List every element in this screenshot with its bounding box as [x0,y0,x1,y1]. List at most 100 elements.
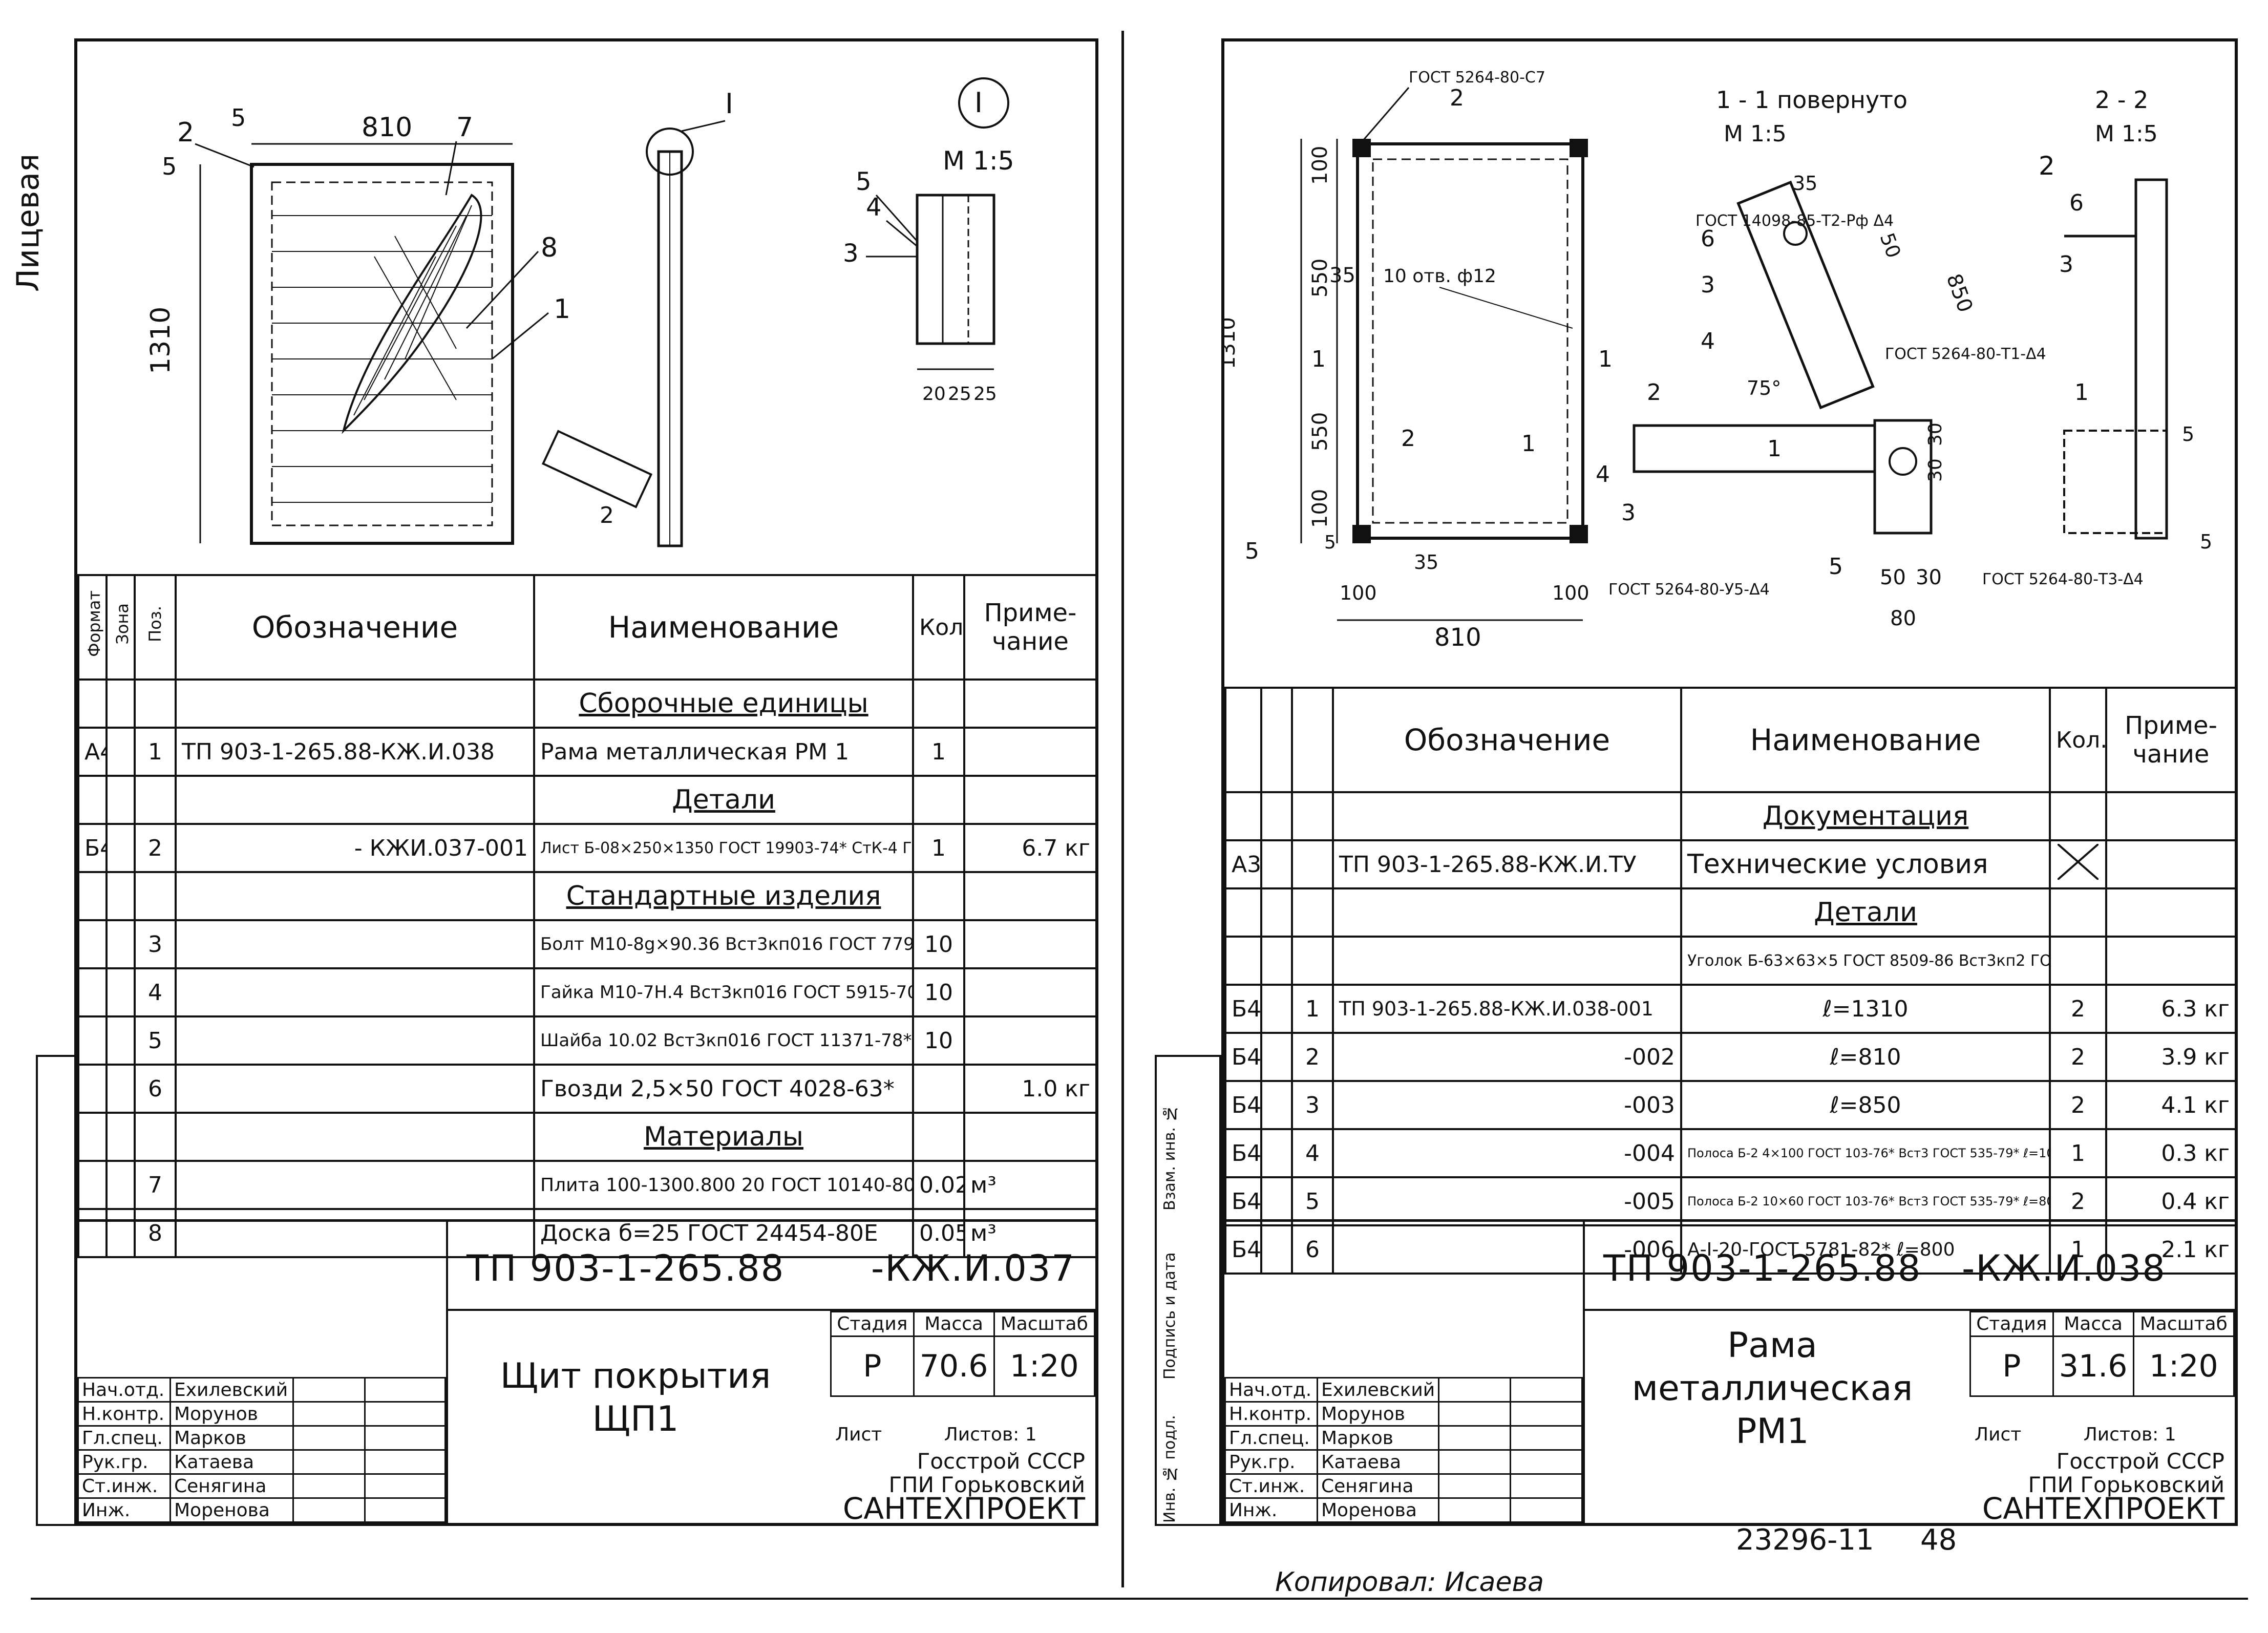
row-name: ℓ=850 [1680,1080,2051,1130]
row-qty: 2 [2049,984,2107,1034]
stamp-signature-date: Подпись и дата [1161,1252,1179,1380]
section-assemblies: Сборочные единицы [533,678,914,729]
signer-role: Гл.спец. [77,1425,171,1451]
weld-label-t3: ГОСТ 5264-80-Т3-Δ4 [1982,570,2144,588]
left-drawing: 810 1310 5 5 2 7 8 1 I I М 1:5 [77,41,1095,574]
signature [292,1473,366,1499]
row-designation: ТП 903-1-265.88-КЖ.И.038 [175,727,535,777]
detail-callout-6: 6 [1701,226,1715,252]
signer-name: Марков [169,1425,294,1451]
scale-label: Масштаб [993,1311,1096,1337]
crossed-qty [2049,839,2107,889]
weld-label-t1: ГОСТ 5264-80-Т1-Δ4 [1885,345,2046,363]
signer-name: Моренова [1316,1497,1440,1523]
table-row: Сборочные единицы [77,678,1097,729]
doc-code: ТП 903-1-265.88 [1603,1247,1922,1289]
table-row: Б4 2 - КЖИ.037-001 Лист Б-08×250×1350 ГО… [77,823,1097,873]
signer-role: Нач.отд. [1224,1377,1318,1403]
hdr-designation: Обозначение [1332,687,1682,793]
row-qty: 2 [2049,1176,2107,1226]
org-line1: Госстрой СССР [917,1449,1085,1474]
left-sheet: 810 1310 5 5 2 7 8 1 I I М 1:5 [74,38,1098,1526]
table-row: Б4 4 -004 Полоса Б-2 4×100 ГОСТ 103-76* … [1224,1128,2237,1178]
signer-name: Морунов [169,1401,294,1427]
table-row: 7 Плита 100-1300.800 20 ГОСТ 10140-80 0.… [77,1160,1097,1210]
row-format: Б4 [1224,1128,1262,1178]
bottom-rule [31,1598,2248,1600]
signer-name: Ехилевский [1316,1377,1440,1403]
row-format: Б4 [1224,1224,1262,1275]
cross-mark-icon [2057,842,2100,881]
callout-2-board: 2 [600,502,614,528]
signature [292,1401,366,1427]
row-note [963,727,1097,777]
row-designation: -005 [1332,1176,1682,1226]
row-format: А3 [1224,839,1262,889]
row-pos: 6 [1291,1224,1334,1275]
row-name: Гайка М10-7Н.4 Вст3кп016 ГОСТ 5915-70* [533,967,914,1017]
dim-30a: 30 [1925,458,1946,482]
section-parts: Детали [533,775,914,825]
mass-label: Масса [2052,1311,2134,1337]
table-row: Б4 6 -006 А-I-20-ГОСТ 5781-82* ℓ=800 1 2… [1224,1224,2237,1275]
row-name: ℓ=1310 [1680,984,2051,1034]
section-docs: Документация [1680,791,2051,841]
row-qty: 0.02 [912,1160,965,1210]
spec-header-row: Формат Зона Поз. Обозначение Наименовани… [77,574,1097,681]
scale-label: Масштаб [2132,1311,2235,1337]
signer-role: Рук.гр. [1224,1449,1318,1475]
stage-value: Р [830,1335,915,1397]
shield-drawing: 810 1310 5 5 2 7 8 1 I I М 1:5 [145,77,1014,547]
signer-role: Н.контр. [77,1401,171,1427]
signature [1438,1473,1512,1499]
callout-5-small: 5 [1324,532,1336,553]
signature [292,1377,366,1403]
section-parts: Детали [1680,887,2051,938]
organization: Госстрой СССР ГПИ Горьковский САНТЕХПРОЕ… [1982,1450,2224,1524]
side-stamp: Взам. инв. № Подпись и дата Инв. № подл. [1155,1055,1221,1526]
mass-label: Масса [913,1311,995,1337]
callout-2: 2 [177,117,194,148]
row-note: 3.9 кг [2105,1032,2237,1082]
signature-table: Нач.отд.Ехилевский Н.контр.Морунов Гл.сп… [77,1377,446,1523]
doc-title: Рама металлическая РМ1 [1588,1324,1957,1453]
signer-role: Ст.инж. [1224,1473,1318,1499]
signer-role: Инж. [77,1497,171,1523]
detail-callout-3: 3 [843,239,859,268]
row-pos: 3 [1291,1080,1334,1130]
dim-810: 810 [362,112,412,143]
signer-role: Н.контр. [1224,1401,1318,1427]
table-row: 4 Гайка М10-7Н.4 Вст3кп016 ГОСТ 5915-70*… [77,967,1097,1017]
row-pos: 5 [134,1015,177,1066]
sheet-label: Лист [1975,1424,2022,1445]
sec2-callout-6: 6 [2069,190,2084,216]
row-name: Полоса Б-2 4×100 ГОСТ 103-76* Вст3 ГОСТ … [1680,1128,2051,1178]
row-note: 4.1 кг [2105,1080,2237,1130]
section-cut-2: 2 [2039,151,2055,181]
signature-table: Нач.отд.Ехилевский Н.контр.Морунов Гл.сп… [1224,1377,1583,1523]
detail-callout-5: 5 [856,167,872,196]
detail-callout-4: 4 [1701,328,1715,354]
dim-50-detail: 50 [1876,230,1905,261]
section-materials: Материалы [533,1112,914,1162]
dim-80: 80 [1890,607,1916,630]
row-qty [912,1064,965,1114]
sheet-info: Лист Листов: 1 [1975,1424,2176,1445]
dim-100-right: 100 [1552,582,1589,604]
doc-title-line2: РМ1 [1735,1411,1809,1452]
row-pos: 2 [1291,1032,1334,1082]
row-format: Б4 [1224,984,1262,1034]
scale-value: 1:20 [993,1335,1096,1397]
stage-label: Стадия [1969,1311,2054,1337]
detail-callout-1: 1 [1767,436,1782,462]
org-line3: САНТЕХПРОЕКТ [842,1491,1085,1526]
signer-role: Нач.отд. [77,1377,171,1403]
dim-100-left: 100 [1340,582,1377,604]
row-pos: 4 [1291,1128,1334,1178]
callout-4: 4 [1596,461,1610,487]
signer-name: Сенягина [1316,1473,1440,1499]
detail-callout-3: 3 [1701,272,1715,298]
angle-75: 75° [1747,377,1781,399]
signer-role: Инж. [1224,1497,1318,1523]
dim-850: 850 [1942,271,1977,315]
